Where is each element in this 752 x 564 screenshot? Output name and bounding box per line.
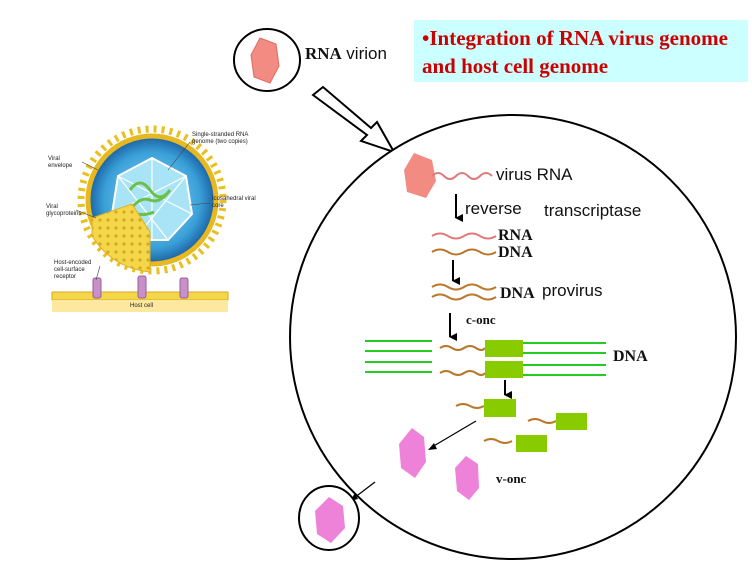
integrated-provirus <box>439 345 486 376</box>
virion-label: RNA virion <box>305 44 387 64</box>
label-icosahedral-core: Icosahedral viral core <box>212 196 256 209</box>
label-host-cell: Host cell <box>130 303 154 309</box>
provirus-dna-label: DNA <box>500 285 535 302</box>
rna-strand-label: RNA <box>498 227 533 244</box>
v-onc-label: v-onc <box>496 471 527 486</box>
released-virion-icon <box>315 497 345 543</box>
virus-rna-capsid-icon <box>404 153 436 198</box>
hybrid-rna-strand <box>431 232 497 240</box>
v-onc-strand-2 <box>527 418 557 424</box>
glycoprotein-spikes <box>77 125 227 275</box>
title-box: •Integration of RNA virus genome and hos… <box>414 20 748 82</box>
entry-arrow <box>311 85 397 154</box>
rna-virion-icon <box>250 37 280 84</box>
transcriptase-label: transcriptase <box>544 201 642 220</box>
daughter-virion-2 <box>455 456 479 500</box>
provirus-label: provirus <box>542 281 603 300</box>
retrovirus-illustration <box>40 125 258 318</box>
daughter-virion-1 <box>399 428 426 478</box>
dna-strand-label: DNA <box>498 244 533 261</box>
provirus-strand-top <box>431 283 497 291</box>
host-dna-label: DNA <box>613 348 648 365</box>
v-onc-gene-1 <box>484 399 516 417</box>
c-onc-gene-bottom <box>485 361 523 378</box>
virus-rna-strand <box>431 172 493 180</box>
virion-label-word: virion <box>346 44 387 63</box>
label-viral-envelope: Viral envelope <box>48 156 73 169</box>
provirus-strand-bottom <box>431 293 497 301</box>
envelope-cutaway <box>91 203 151 273</box>
reverse-label: reverse <box>465 199 522 218</box>
c-onc-gene-top <box>485 340 523 357</box>
cell-surface-receptors <box>92 275 189 299</box>
virus-rna-label: virus RNA <box>496 165 573 184</box>
host-dna-lines <box>365 340 606 376</box>
exit-arrow <box>353 481 376 499</box>
page-title: •Integration of RNA virus genome and hos… <box>422 26 728 78</box>
label-host-receptor: Host-encoded cell-surface receptor <box>54 260 92 280</box>
label-viral-glycoproteins: Viral glycoproteins <box>46 204 82 217</box>
c-onc-label: c-onc <box>466 312 496 327</box>
hybrid-dna-strand <box>431 248 497 256</box>
v-onc-strand-3 <box>483 438 513 444</box>
v-onc-gene-2 <box>556 413 587 430</box>
assembly-arrow <box>431 420 477 448</box>
v-onc-gene-3 <box>516 435 547 452</box>
assembly-arrow-head <box>428 443 437 450</box>
v-onc-strand-1 <box>455 403 485 409</box>
label-single-stranded-rna: Single-stranded RNA genome (two copies) <box>192 132 249 145</box>
virion-label-rna: RNA <box>305 44 342 63</box>
